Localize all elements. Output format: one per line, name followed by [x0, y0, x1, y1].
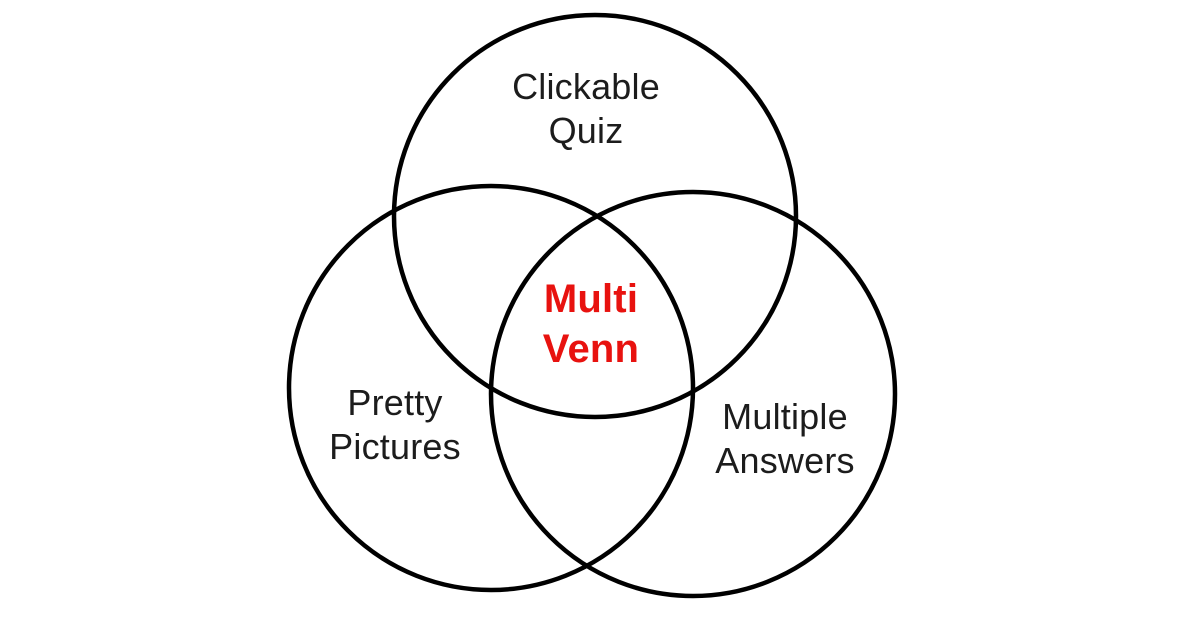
label-clickable-quiz-line2: Quiz: [548, 110, 624, 151]
label-multi-venn-line1: Multi: [543, 277, 639, 321]
label-pretty-pictures-line2: Pictures: [329, 426, 461, 467]
label-pretty-pictures: Pretty Pictures: [329, 381, 461, 469]
label-pretty-pictures-line1: Pretty: [347, 382, 443, 423]
label-multiple-answers: Multiple Answers: [715, 395, 854, 483]
label-multiple-answers-line1: Multiple: [722, 396, 848, 437]
label-clickable-quiz: Clickable Quiz: [512, 65, 660, 153]
label-multi-venn: Multi Venn: [543, 274, 639, 374]
label-multi-venn-line2: Venn: [542, 327, 640, 371]
label-multiple-answers-line2: Answers: [715, 440, 855, 481]
circle-multiple-answers: [488, 189, 898, 599]
circle-clickable-quiz: [391, 12, 799, 420]
circle-pretty-pictures: [286, 183, 696, 593]
label-clickable-quiz-line1: Clickable: [512, 66, 660, 107]
